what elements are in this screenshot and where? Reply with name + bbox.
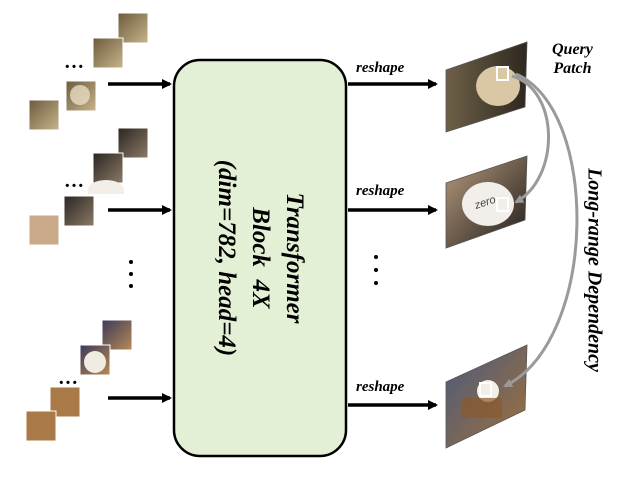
query-patch-line1: Query — [552, 41, 593, 58]
matched-patch-box — [496, 197, 509, 212]
vertical-dots-right — [374, 255, 378, 285]
ellipsis-bottom: … — [58, 367, 78, 389]
reshape-label-middle: reshape — [356, 183, 405, 199]
query-patch-label: Query Patch — [552, 40, 593, 78]
reshape-label-top: reshape — [356, 60, 405, 76]
ellipsis-middle: … — [64, 170, 84, 192]
feature-map-bottom — [445, 344, 528, 449]
ellipsis-top: … — [64, 51, 84, 73]
matched-patch-box-bottom — [479, 382, 492, 397]
transformer-label-line1: Transformer — [281, 192, 308, 324]
long-range-dependency-label: Long-range Dependency — [583, 168, 606, 372]
transformer-label-line2: Block 4X — [247, 207, 274, 309]
feature-map-top — [445, 41, 528, 133]
reshape-label-bottom: reshape — [356, 379, 405, 395]
patch-stack-bottom — [25, 319, 133, 442]
feature-map-middle: zero — [445, 155, 528, 249]
query-patch-line2: Patch — [553, 60, 592, 77]
vertical-dots-left — [129, 260, 133, 288]
transformer-label: Transformer Block 4X (dim=782, head=4) — [209, 160, 311, 357]
query-patch-box — [496, 66, 509, 81]
dependency-arc-short — [511, 74, 550, 204]
patch-stack-top — [28, 12, 149, 131]
transformer-block — [172, 58, 348, 458]
patch-stack-middle — [28, 127, 149, 246]
transformer-label-line3: (dim=782, head=4) — [213, 159, 240, 357]
dependency-arc-long — [503, 72, 579, 388]
